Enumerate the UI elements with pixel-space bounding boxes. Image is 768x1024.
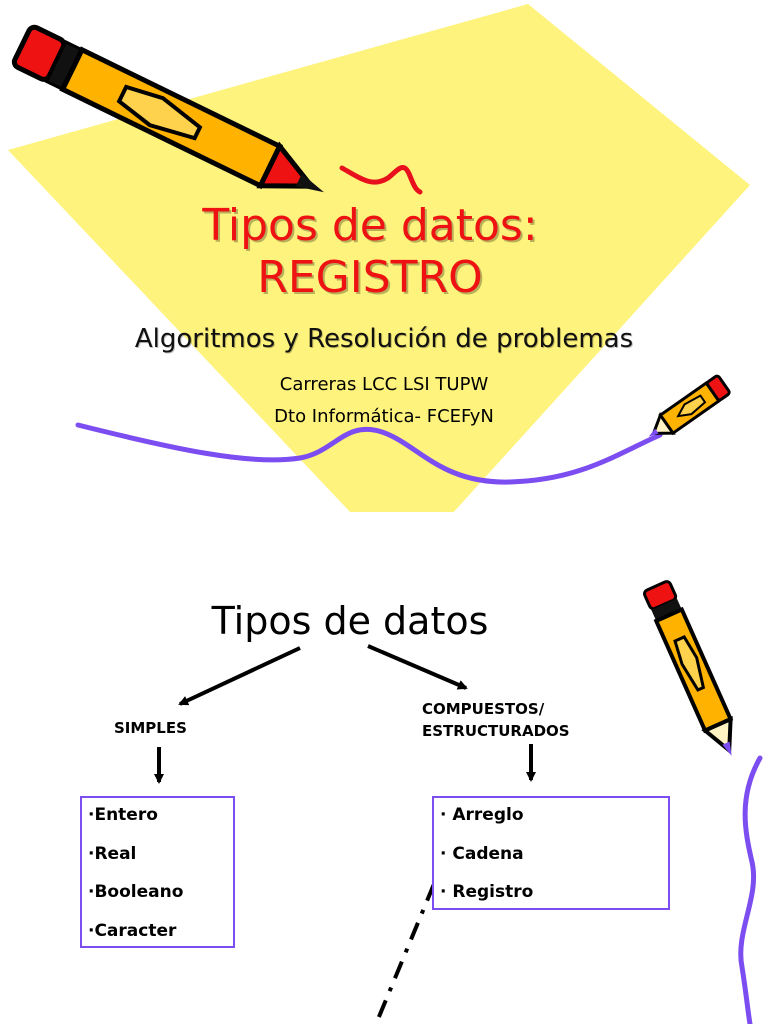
slide-subtitle: Algoritmos y Resolución de problemas: [134, 324, 634, 354]
title-slide-artwork: [8, 4, 750, 512]
arrow-to-simples: [178, 646, 301, 706]
compuestos-box: · Arreglo · Cadena · Registro: [432, 796, 670, 910]
simples-item-entero: ·Entero: [88, 805, 158, 825]
compuestos-label: COMPUESTOS/ ESTRUCTURADOS: [422, 698, 570, 742]
title-line-1: Tipos de datos:: [202, 200, 538, 251]
compuestos-item-arreglo: · Arreglo: [440, 805, 524, 825]
vertical-pencil-icon: [642, 580, 734, 756]
compuestos-item-cadena: · Cadena: [440, 843, 524, 864]
simples-item-booleano: ·Booleano: [88, 882, 184, 902]
department-line: Dto Informática- FCEFyN: [274, 406, 494, 427]
simples-box: ·Entero ·Real ·Booleano ·Caracter: [80, 796, 235, 948]
simples-item-caracter: ·Caracter: [88, 920, 177, 941]
title-line-2: REGISTRO: [257, 252, 483, 303]
data-types-slide: Tipos de datos SIMPLES COMPUESTOS/ ESTRU…: [0, 512, 768, 1024]
compuestos-label-line-2: ESTRUCTURADOS: [422, 722, 570, 740]
compuestos-label-line-1: COMPUESTOS/: [422, 700, 545, 718]
compuestos-item-registro: · Registro: [440, 882, 534, 902]
slide-title: Tipos de datos: REGISTRO: [0, 200, 740, 304]
title-slide: Tipos de datos: REGISTRO Algoritmos y Re…: [0, 4, 750, 512]
simples-list: ·Entero ·Real ·Booleano ·Caracter: [88, 796, 183, 950]
small-pencil-icon: [648, 374, 731, 437]
simples-item-real: ·Real: [88, 843, 137, 864]
careers-line: Carreras LCC LSI TUPW: [279, 374, 489, 395]
dash-dot-connector: [374, 883, 436, 1024]
purple-vertical-wave: [738, 755, 763, 1024]
arrow-to-compuestos: [367, 644, 468, 690]
simples-label: SIMPLES: [114, 719, 187, 737]
diagram-title: Tipos de datos: [211, 599, 489, 643]
red-squiggle: [339, 165, 423, 195]
compuestos-list: · Arreglo · Cadena · Registro: [440, 796, 533, 912]
big-pencil-icon: [11, 24, 324, 193]
data-types-artwork: [154, 580, 763, 1024]
purple-wave-line: [75, 422, 663, 485]
